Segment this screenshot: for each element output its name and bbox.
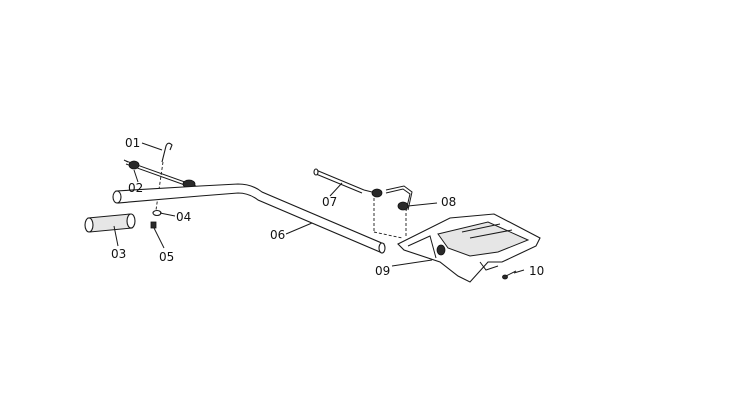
assembly-line-link [373, 231, 403, 239]
leader-02 [133, 169, 139, 183]
label-04: 04 [176, 210, 191, 224]
part-03-grip [84, 213, 136, 233]
label-03: 03 [111, 247, 126, 261]
label-06: 06 [270, 228, 285, 242]
part-06-handle-bar [112, 183, 386, 254]
leader-01 [141, 142, 163, 151]
part-08-bracket-spring [385, 185, 413, 212]
leader-lines [113, 142, 525, 274]
part-01-hook-pin [155, 142, 173, 211]
label-05: 05 [159, 250, 174, 264]
part-05-nut [150, 221, 157, 229]
leader-07 [329, 182, 343, 197]
label-02: 02 [128, 181, 143, 195]
leader-06 [285, 222, 313, 235]
label-09: 09 [375, 264, 390, 278]
leader-09 [391, 259, 433, 267]
part-07-rod [313, 168, 383, 198]
part-10-screw [502, 270, 517, 280]
leader-05 [153, 227, 165, 249]
leader-08 [407, 202, 438, 207]
part-04-washer [152, 209, 162, 217]
label-07: 07 [322, 195, 337, 209]
label-10: 10 [529, 264, 544, 278]
leader-04 [159, 212, 176, 217]
leader-03 [113, 225, 119, 247]
leader-10 [513, 269, 525, 274]
label-01: 01 [125, 136, 140, 150]
label-08: 08 [441, 195, 456, 209]
part-09-housing [397, 213, 541, 283]
